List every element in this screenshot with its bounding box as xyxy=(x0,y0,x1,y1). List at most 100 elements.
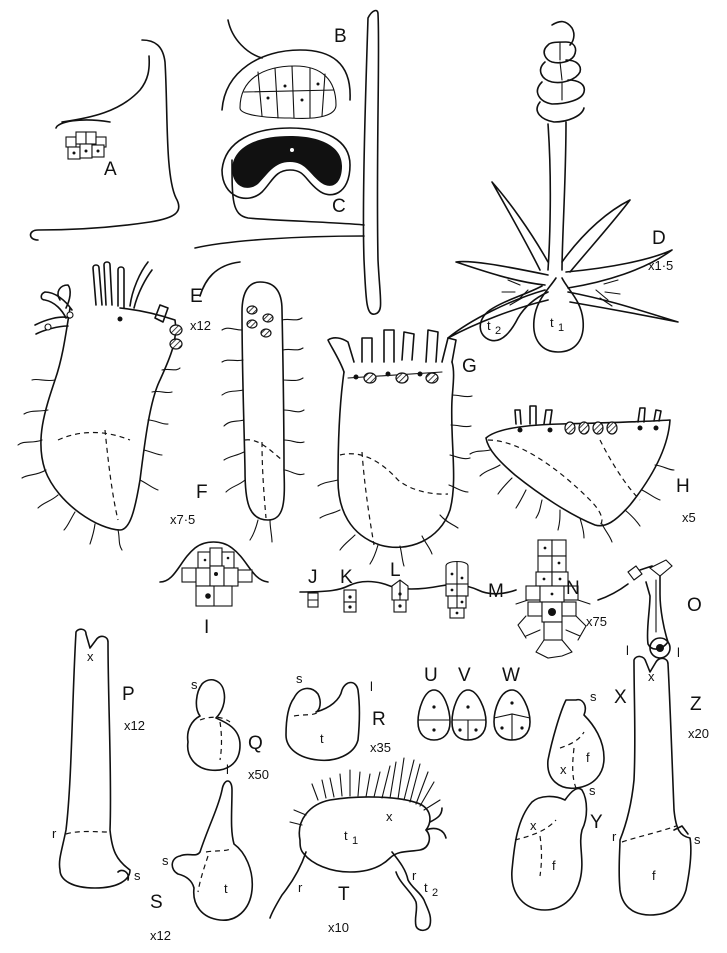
tuber-t1-subscript: 1 xyxy=(558,322,564,334)
label-n: N xyxy=(566,578,580,599)
label-j: J xyxy=(308,567,318,588)
q-s-label: s xyxy=(191,677,198,692)
x-x-label: x xyxy=(560,762,567,777)
x-s-label: s xyxy=(590,689,597,704)
figure-o: O xyxy=(598,560,702,658)
label-f: F xyxy=(196,482,208,503)
magnification-e: x12 xyxy=(190,318,211,333)
magnification-p: x12 xyxy=(124,718,145,733)
label-r: R xyxy=(372,709,386,730)
figure-a: A xyxy=(31,40,179,240)
hairs-f xyxy=(222,318,304,542)
leaves xyxy=(448,182,678,338)
s-t-label: t xyxy=(224,881,228,896)
z-l-left-label: l xyxy=(626,643,629,658)
t-t2-subscript: 2 xyxy=(432,887,438,899)
t-t1-subscript: 1 xyxy=(352,835,358,847)
p-s-label: s xyxy=(134,868,141,883)
y-x-label: x xyxy=(530,818,537,833)
label-o: O xyxy=(687,595,702,616)
spike xyxy=(537,22,584,270)
cell-group-a xyxy=(66,132,106,159)
label-g: G xyxy=(462,356,477,377)
figure-t: t 1 x r r t 2 T x10 xyxy=(270,758,446,935)
label-b: B xyxy=(334,26,347,47)
magnification-n: x75 xyxy=(586,614,607,629)
cell-mass-b xyxy=(222,50,350,118)
figure-d-plant: t 1 t 2 D x1·5 xyxy=(448,22,678,352)
label-e: E xyxy=(190,286,203,307)
r-s-label: s xyxy=(296,671,303,686)
z-r-label: r xyxy=(612,829,617,844)
magnification-r: x35 xyxy=(370,740,391,755)
label-d: D xyxy=(652,228,666,249)
label-v: V xyxy=(458,665,471,686)
label-m: M xyxy=(488,581,504,602)
magnification-t: x10 xyxy=(328,920,349,935)
magnification-z: x20 xyxy=(688,726,709,741)
hairs-g xyxy=(318,395,472,566)
magnification-f: x7·5 xyxy=(170,512,195,527)
figure-r: s l t R x35 xyxy=(286,671,391,760)
figure-p: x r s P x12 xyxy=(52,629,145,888)
x-f-label: f xyxy=(586,750,590,765)
t-t2-letter: t xyxy=(424,880,428,895)
z-s-label: s xyxy=(694,832,701,847)
label-p: P xyxy=(122,684,135,705)
label-i: I xyxy=(204,617,209,638)
label-w: W xyxy=(502,665,520,686)
figure-u-v-w: U V W xyxy=(418,665,530,740)
label-t: T xyxy=(338,884,350,905)
label-s: S xyxy=(150,892,163,913)
magnification-s: x12 xyxy=(150,928,171,943)
cell-column-n xyxy=(516,540,590,658)
hairs-h xyxy=(470,450,674,542)
tuber-t2: t 2 xyxy=(480,286,548,341)
label-z: Z xyxy=(690,694,702,715)
p-apex-x: x xyxy=(87,649,94,664)
label-q: Q xyxy=(248,733,263,754)
figure-s: l s t S x12 xyxy=(150,762,252,943)
label-u: U xyxy=(424,665,438,686)
t-t1-letter: t xyxy=(344,828,348,843)
figure-g: G xyxy=(318,330,477,566)
label-y: Y xyxy=(590,812,603,833)
dark-body-c xyxy=(222,128,350,198)
r-l-label: l xyxy=(370,679,373,694)
tuber-t2-letter: t xyxy=(487,318,491,333)
label-k: K xyxy=(340,567,353,588)
label-x: X xyxy=(614,687,627,708)
hairs-t xyxy=(290,758,440,825)
figure-y: s x f Y xyxy=(512,783,603,910)
label-l: L xyxy=(390,560,401,581)
r-t-label: t xyxy=(320,731,324,746)
magnification-h: x5 xyxy=(682,510,696,525)
magnification-q: x50 xyxy=(248,767,269,782)
figure-x: s x f X xyxy=(548,687,627,788)
z-f-label: f xyxy=(652,868,656,883)
tuber-t2-subscript: 2 xyxy=(495,325,501,337)
t-r-left-label: r xyxy=(298,880,303,895)
p-r-label: r xyxy=(52,826,57,841)
tuber-t1-letter: t xyxy=(550,315,554,330)
z-x-label: x xyxy=(648,669,655,684)
t-r-right-label: r xyxy=(412,868,417,883)
cell-column-m xyxy=(446,562,468,619)
label-a: A xyxy=(104,159,117,180)
y-f-label: f xyxy=(552,858,556,873)
figure-h: H x5 xyxy=(470,406,696,542)
z-l-right-label: l xyxy=(677,645,680,660)
label-c: C xyxy=(332,196,346,217)
figure-e: E x12 xyxy=(18,262,211,550)
label-h: H xyxy=(676,476,690,497)
y-s-label: s xyxy=(589,783,596,798)
roots xyxy=(502,280,620,306)
figure-j-n-series: J K L M xyxy=(300,540,607,658)
s-s-label: s xyxy=(162,853,169,868)
figure-b-c: B C xyxy=(195,11,381,315)
figure-i: I xyxy=(160,542,268,638)
tuber-t1: t 1 xyxy=(534,278,584,352)
figure-z: l l x r s f Z x20 xyxy=(612,643,709,915)
magnification-d: x1·5 xyxy=(648,258,673,273)
